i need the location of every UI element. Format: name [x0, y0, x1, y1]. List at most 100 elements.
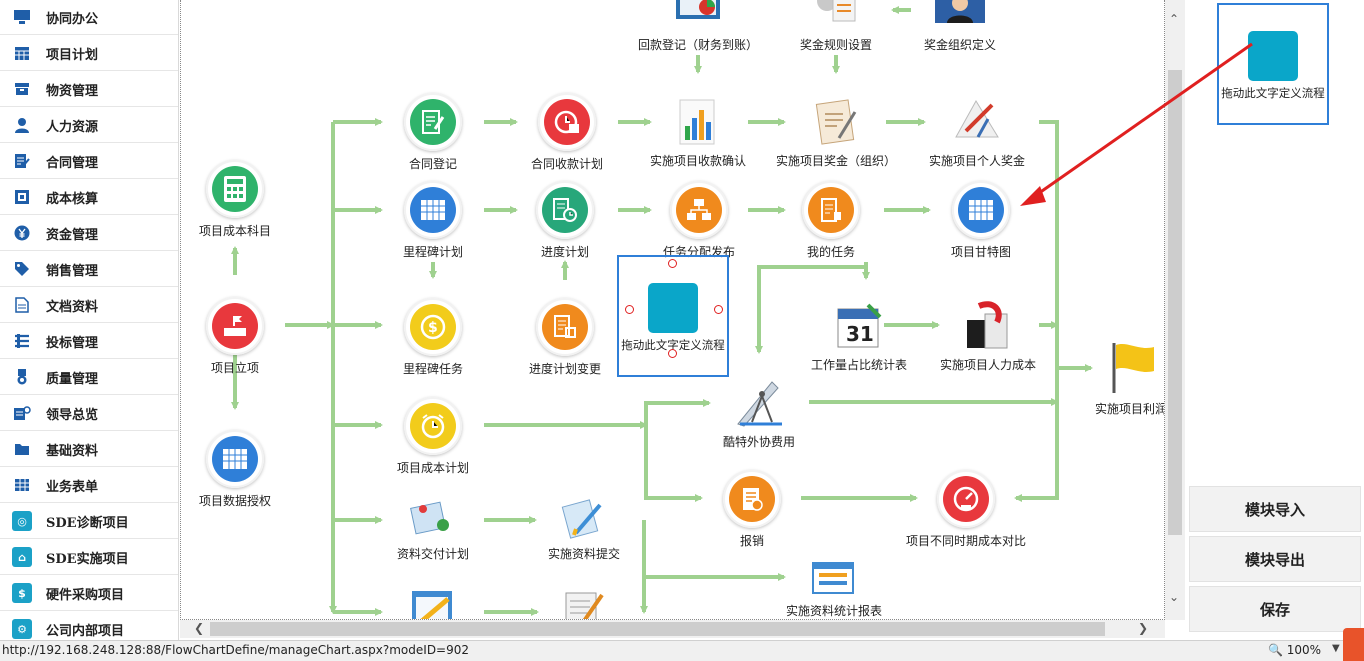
- sidebar-item-label: 资金管理: [46, 227, 99, 243]
- resize-handle-top[interactable]: [668, 259, 677, 268]
- module-sidebar: 协同办公 项目计划 物资管理 人力资源 合同管理 成本核算 资金管理 销售管理 …: [0, 0, 179, 640]
- sidebar-item-label: 基础资料: [46, 443, 99, 459]
- sidebar-item-sde-implement[interactable]: ⌂ SDE实施项目: [0, 540, 178, 575]
- scroll-up-icon[interactable]: ⌃: [1169, 12, 1180, 26]
- node-milestone-plan[interactable]: 里程碑计划: [373, 181, 493, 260]
- node-milestone-task[interactable]: $ 里程碑任务: [373, 298, 493, 377]
- svg-text:$: $: [428, 320, 438, 336]
- node-bonus-rule-settings[interactable]: 奖金规则设置: [776, 0, 896, 53]
- node-gantt-chart[interactable]: 项目甘特图: [921, 181, 1041, 260]
- node-placeholder-square: [1248, 31, 1298, 81]
- scroll-down-icon[interactable]: ⌄: [1169, 590, 1180, 604]
- calculator-icon: [224, 176, 246, 202]
- notepad-pencil-icon: [412, 591, 452, 619]
- sidebar-item-label: 领导总览: [46, 407, 99, 423]
- scroll-left-icon[interactable]: ❮: [194, 621, 205, 635]
- node-schedule-plan[interactable]: 进度计划: [505, 181, 625, 260]
- node-project-bonus-org[interactable]: 实施项目奖金（组织）: [776, 96, 896, 169]
- flow-connectors: [231, 6, 1093, 616]
- node-contract-registration[interactable]: 合同登记: [373, 93, 493, 172]
- sidebar-item-label: 销售管理: [46, 263, 99, 279]
- node-labor-cost[interactable]: 实施项目人力成本: [928, 300, 1048, 373]
- horizontal-scroll-thumb[interactable]: [210, 622, 1105, 636]
- sidebar-item-sde-diagnose[interactable]: ◎ SDE诊断项目: [0, 504, 178, 539]
- resize-handle-left[interactable]: [625, 305, 634, 314]
- selected-custom-node[interactable]: 拖动此文字定义流程: [617, 255, 729, 377]
- node-workload-ratio[interactable]: 31 工作量占比统计表: [799, 300, 919, 373]
- node-project-profit[interactable]: 实施项目利润: [1071, 338, 1164, 417]
- sidebar-item-business-forms[interactable]: 业务表单: [0, 468, 178, 503]
- node-project-initiation[interactable]: 项目立项: [181, 297, 295, 376]
- sidebar-item-label: 硬件采购项目: [46, 587, 125, 603]
- leader-icon: [12, 403, 32, 423]
- node-doc-edit[interactable]: [373, 585, 493, 619]
- node-project-cost-plan[interactable]: 项目成本计划: [373, 397, 493, 476]
- yen-icon: [12, 223, 32, 243]
- sidebar-item-funds[interactable]: 资金管理: [0, 216, 178, 251]
- zoom-dropdown-icon[interactable]: ▼: [1332, 643, 1340, 654]
- schedule-clock-icon: [553, 198, 577, 222]
- document-icon: [12, 295, 32, 315]
- tool-panel: 拖动此文字定义流程 模块导入 模块导出 保存: [1186, 0, 1364, 640]
- sidebar-item-internal-project[interactable]: ⚙ 公司内部项目: [0, 612, 178, 640]
- sidebar-item-collab-office[interactable]: 协同办公: [0, 0, 178, 35]
- sidebar-item-leader-overview[interactable]: 领导总览: [0, 396, 178, 431]
- zoom-level[interactable]: 🔍 100%: [1268, 643, 1321, 657]
- sidebar-item-hardware-purchase[interactable]: $ 硬件采购项目: [0, 576, 178, 611]
- horizontal-scrollbar[interactable]: ❮ ❯: [180, 620, 1165, 638]
- node-contract-collection-plan[interactable]: 合同收款计划: [507, 93, 627, 172]
- node-bonus-org-definition[interactable]: 奖金组织定义: [900, 0, 1020, 53]
- save-button[interactable]: 保存: [1189, 586, 1361, 632]
- report-window-icon: [812, 562, 854, 594]
- tag-icon: [12, 259, 32, 279]
- gauge-icon: [953, 486, 979, 512]
- node-reimbursement[interactable]: 报销: [692, 470, 812, 549]
- manager-avatar-icon: [935, 0, 985, 23]
- corner-badge-icon[interactable]: [1343, 628, 1364, 661]
- node-project-cost-subject[interactable]: 项目成本科目: [181, 160, 295, 239]
- chart-report-icon: [676, 0, 720, 19]
- sidebar-item-hr[interactable]: 人力资源: [0, 108, 178, 143]
- node-task-assignment[interactable]: 任务分配发布: [639, 181, 759, 260]
- flowchart-canvas[interactable]: 回款登记（财务到账） 奖金规则设置 奖金组织定义 项目成本科目 项目立项 项目数…: [180, 0, 1165, 620]
- rule-gear-icon: [817, 0, 856, 22]
- vertical-scroll-thumb[interactable]: [1168, 70, 1182, 535]
- sidebar-item-base-data[interactable]: 基础资料: [0, 432, 178, 467]
- resize-handle-bottom[interactable]: [668, 349, 677, 358]
- node-deliverable-plan[interactable]: 资料交付计划: [373, 497, 493, 562]
- node-outsource-fee[interactable]: 酷特外协费用: [699, 375, 819, 450]
- sidebar-item-cost-accounting[interactable]: 成本核算: [0, 180, 178, 215]
- sidebar-item-contracts[interactable]: 合同管理: [0, 144, 178, 179]
- node-my-tasks[interactable]: 我的任务: [771, 181, 891, 260]
- scroll-right-icon[interactable]: ❯: [1138, 621, 1149, 635]
- doc-submit-icon: [561, 499, 602, 539]
- node-schedule-change[interactable]: 进度计划变更: [505, 298, 625, 377]
- sidebar-item-project-plan[interactable]: 项目计划: [0, 36, 178, 71]
- node-personal-bonus[interactable]: 实施项目个人奖金: [917, 96, 1037, 169]
- sidebar-item-sales[interactable]: 销售管理: [0, 252, 178, 287]
- node-doc-statistics-report[interactable]: 实施资料统计报表: [774, 558, 894, 619]
- checklist-pencil-icon: [565, 592, 604, 619]
- task-list-icon: [821, 198, 841, 222]
- node-collection-confirm[interactable]: 实施项目收款确认: [638, 96, 758, 169]
- dollar-icon: $: [12, 583, 32, 603]
- sidebar-item-materials[interactable]: 物资管理: [0, 72, 178, 107]
- node-doc-review[interactable]: [524, 585, 644, 619]
- sidebar-item-bidding[interactable]: 投标管理: [0, 324, 178, 359]
- sidebar-item-label: 成本核算: [46, 191, 99, 207]
- medal-icon: [12, 367, 32, 387]
- calendar-icon: [12, 43, 32, 63]
- node-cost-comparison[interactable]: 项目不同时期成本对比: [906, 470, 1026, 549]
- resize-handle-right[interactable]: [714, 305, 723, 314]
- sidebar-item-documents[interactable]: 文档资料: [0, 288, 178, 323]
- vertical-scrollbar[interactable]: ⌃ ⌄: [1165, 0, 1185, 620]
- sidebar-item-label: 公司内部项目: [46, 623, 125, 639]
- module-export-button[interactable]: 模块导出: [1189, 536, 1361, 582]
- node-project-data-authorization[interactable]: 项目数据授权: [181, 430, 295, 509]
- draggable-custom-node[interactable]: 拖动此文字定义流程: [1217, 3, 1329, 125]
- node-payment-registration[interactable]: 回款登记（财务到账）: [638, 0, 758, 53]
- node-doc-submit[interactable]: 实施资料提交: [524, 497, 644, 562]
- sidebar-item-quality[interactable]: 质量管理: [0, 360, 178, 395]
- diagnose-icon: ◎: [12, 511, 32, 531]
- module-import-button[interactable]: 模块导入: [1189, 486, 1361, 532]
